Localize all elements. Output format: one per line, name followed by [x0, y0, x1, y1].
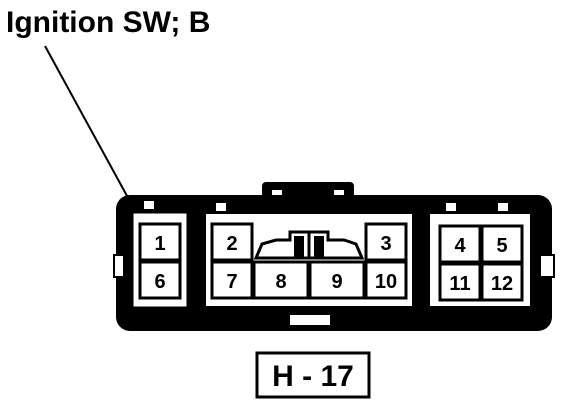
pin-cavity-5 [480, 224, 524, 264]
connector-id: H - 17 [272, 360, 354, 393]
pin-label-7: 7 [226, 271, 237, 293]
pin-cavity-11 [438, 262, 482, 302]
connector-id-box [255, 351, 371, 399]
pin-label-11: 11 [449, 273, 470, 295]
pin-label-8: 8 [275, 271, 286, 293]
pin-cavity-9 [308, 260, 366, 300]
pin-cavity-1 [138, 222, 182, 262]
pin-cavity-4 [438, 224, 482, 264]
pin-label-4: 4 [454, 235, 466, 257]
pin-label-12: 12 [491, 273, 513, 295]
pin-cavity-12 [480, 262, 524, 302]
pin-cavity-2 [210, 222, 254, 262]
pin-cavity-10 [364, 260, 408, 300]
pin-label-3: 3 [380, 233, 391, 255]
callout-label: Ignition SW; B [6, 6, 210, 39]
pin-cavity-7 [210, 260, 254, 300]
pin-label-9: 9 [331, 271, 342, 293]
pin-cavity-6 [138, 260, 182, 300]
pin-cavity-3 [364, 222, 408, 262]
pin-label-6: 6 [154, 271, 165, 293]
pin-cavity-8 [252, 260, 310, 300]
pin-label-5: 5 [496, 235, 507, 257]
middle-block-key [253, 230, 365, 260]
pin-label-10: 10 [375, 271, 397, 293]
pin-label-2: 2 [226, 233, 237, 255]
pin-label-1: 1 [154, 233, 165, 255]
